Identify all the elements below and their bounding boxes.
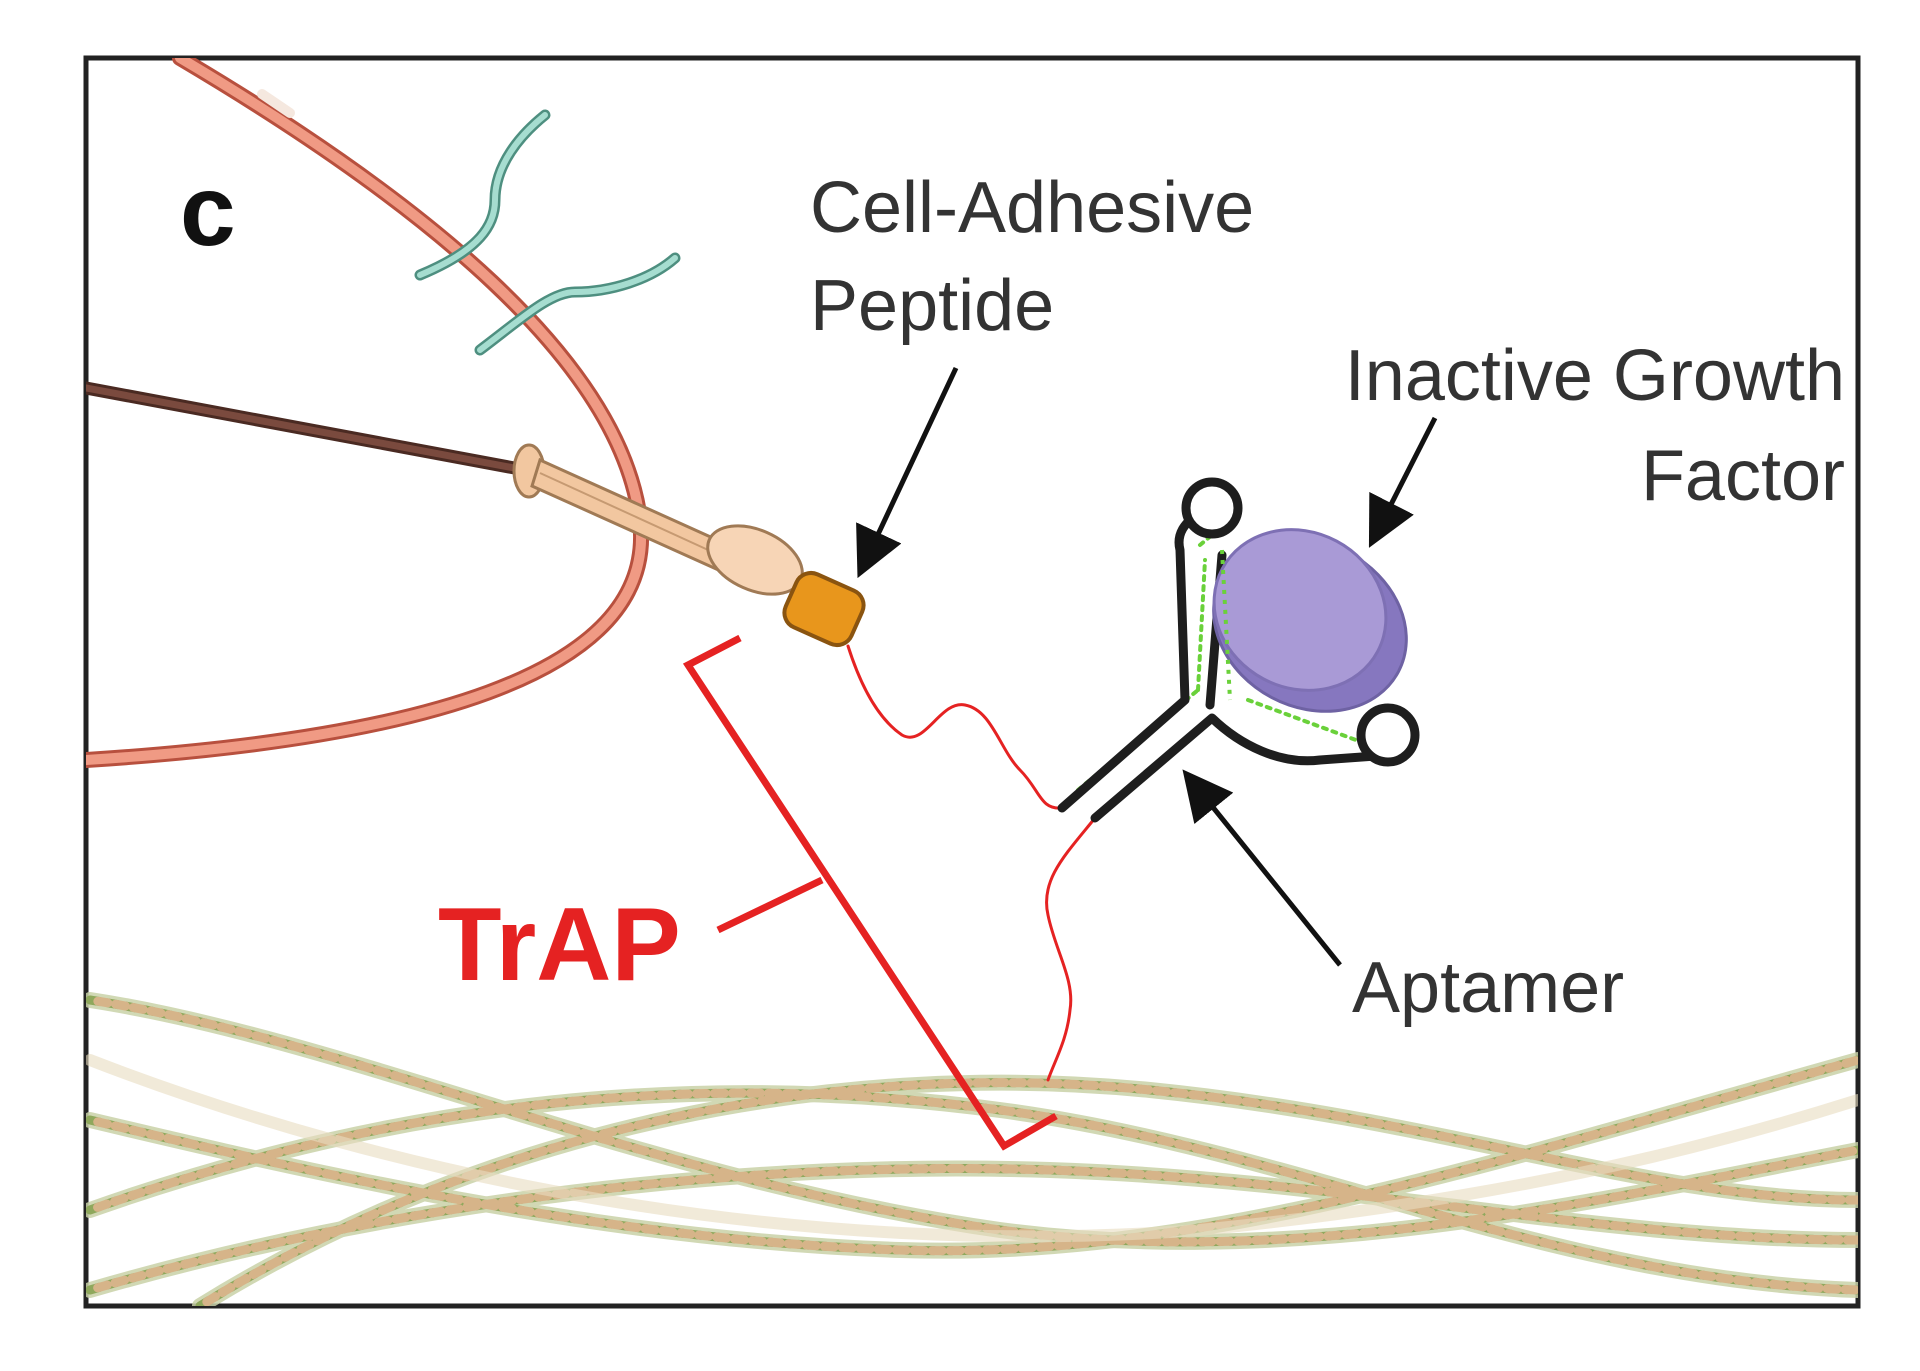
cell-adhesive-peptide xyxy=(782,570,866,648)
peptide-label-line1: Cell-Adhesive xyxy=(810,168,1254,248)
aptamer-label: Aptamer xyxy=(1352,948,1624,1028)
growth-factor-label-line1: Inactive Growth xyxy=(1345,336,1845,416)
integrin xyxy=(512,443,804,596)
membrane-receptor xyxy=(414,109,681,356)
trap-label: TrAP xyxy=(438,887,681,1003)
label-arrows xyxy=(856,366,1438,967)
aptamer-arrow xyxy=(1182,769,1342,967)
trap-bracket xyxy=(682,634,1058,1151)
peptide-arrow xyxy=(856,366,959,579)
panel-letter: c xyxy=(180,155,236,267)
growth-factor-label-line2: Factor xyxy=(1641,436,1845,516)
trap-linker xyxy=(846,644,1097,1082)
peptide-label-line2: Peptide xyxy=(810,266,1054,346)
growth-factor-arrow xyxy=(1368,416,1438,548)
inactive-growth-factor xyxy=(1212,528,1408,713)
matrix-fibers xyxy=(86,992,1858,1306)
